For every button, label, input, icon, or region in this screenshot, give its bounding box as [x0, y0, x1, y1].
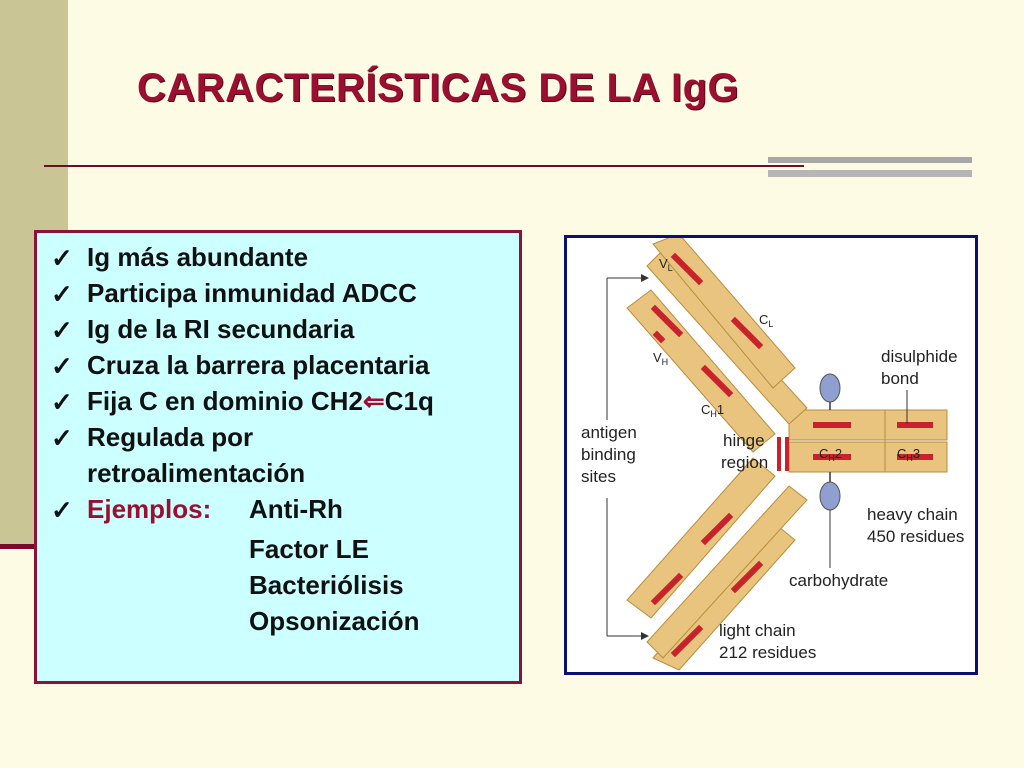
check-icon: ✓: [51, 315, 73, 345]
title-rule-accent-bottom: [768, 170, 972, 177]
check-icon: ✓: [51, 279, 73, 309]
check-icon: ✓: [51, 351, 73, 381]
check-icon: ✓: [51, 423, 73, 453]
heavy-chain-label-2: 450 residues: [867, 527, 964, 546]
hinge-bond: [777, 437, 781, 471]
antigen-label-2: binding: [581, 445, 636, 464]
upper-inner-heavy-chain: [626, 289, 776, 453]
list-item: ✓Ig más abundante: [49, 239, 434, 275]
igg-structure-diagram: VL CL VH CH1 CH2 CH3 antigen binding sit…: [564, 233, 978, 675]
ch1-label: CH1: [701, 402, 724, 419]
vl-label: VL: [659, 256, 673, 273]
example-item: Anti-Rh: [249, 494, 343, 524]
example-item: Opsonización: [249, 606, 420, 636]
carbohydrate-upper: [819, 373, 841, 403]
characteristics-box: ✓Ig más abundante ✓Participa inmunidad A…: [34, 230, 522, 684]
antigen-label-1: antigen: [581, 423, 637, 442]
list-item-continuation: retroalimentación: [87, 458, 306, 488]
carbohydrate-label: carbohydrate: [789, 571, 888, 590]
check-icon: ✓: [51, 495, 73, 525]
vh-label: VH: [653, 350, 668, 367]
example-item: Bacteriólisis: [249, 570, 404, 600]
title-rule: [44, 165, 804, 167]
hinge-bond: [785, 437, 789, 471]
arrow-left-icon: ⇐: [362, 386, 385, 416]
disulphide-label-2: bond: [881, 369, 919, 388]
title-rule-accent-top: [768, 157, 972, 163]
check-icon: ✓: [51, 243, 73, 273]
example-item: Factor LE: [249, 534, 369, 564]
light-chain-label-1: light chain: [719, 621, 796, 640]
list-item-examples: ✓ Ejemplos: Anti-Rh Factor LE Bacteriólis…: [49, 491, 434, 636]
disulphide-label-1: disulphide: [881, 347, 958, 366]
list-item: ✓Participa inmunidad ADCC: [49, 275, 434, 311]
ch3-label: CH3: [897, 446, 920, 463]
lower-inner-heavy-chain: [626, 457, 776, 619]
list-item: ✓Fija C en dominio CH2⇐C1q: [49, 383, 434, 419]
characteristics-list: ✓Ig más abundante ✓Participa inmunidad A…: [49, 239, 434, 636]
igg-diagram-svg: VL CL VH CH1 CH2 CH3 antigen binding sit…: [581, 233, 964, 671]
cl-label: CL: [759, 312, 773, 329]
list-item: ✓Regulada por: [49, 419, 434, 455]
side-accent-line: [0, 544, 42, 549]
hinge-label-1: hinge: [723, 431, 765, 450]
heavy-chain-label-1: heavy chain: [867, 505, 958, 524]
light-chain-label-2: 212 residues: [719, 643, 816, 662]
list-item: ✓Cruza la barrera placentaria: [49, 347, 434, 383]
examples-list: Anti-Rh Factor LE Bacteriólisis Opsoniza…: [249, 491, 419, 639]
hinge-label-2: region: [721, 453, 768, 472]
list-item: ✓Ig de la RI secundaria: [49, 311, 434, 347]
ch2-label: CH2: [819, 446, 842, 463]
check-icon: ✓: [51, 387, 73, 417]
slide-title: CARACTERÍSTICAS DE LA IgG: [137, 66, 740, 110]
lower-heavy-chain: [646, 485, 808, 659]
examples-label: Ejemplos:: [87, 494, 212, 524]
carbohydrate-lower: [819, 481, 841, 511]
antigen-label-3: sites: [581, 467, 616, 486]
